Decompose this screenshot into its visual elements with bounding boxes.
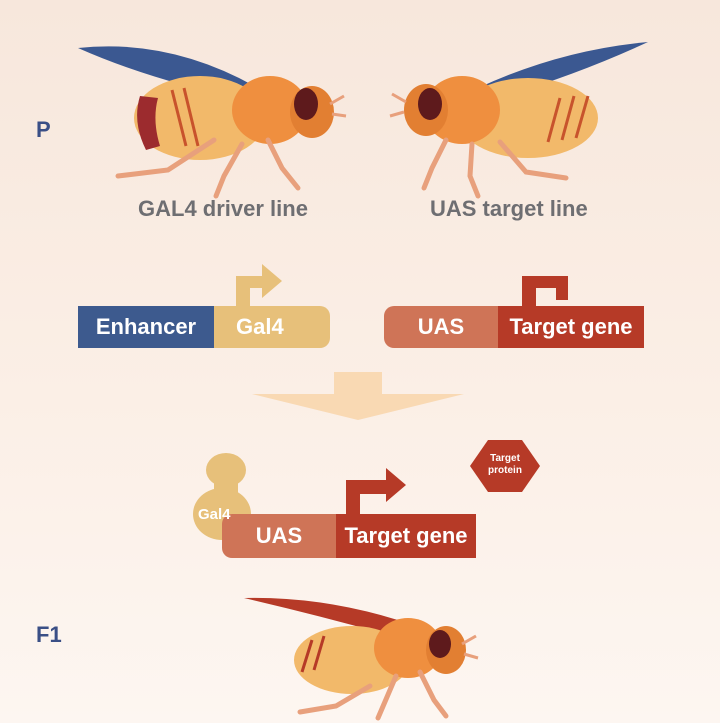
f1-fly-icon: [244, 597, 479, 721]
uas-target-fly-icon: [389, 42, 648, 199]
target-gene-block: Target gene: [498, 306, 644, 348]
gal4-driver-fly-icon: [78, 46, 347, 199]
f1-target-gene-block: Target gene: [336, 514, 476, 558]
gal4-driver-line-label: GAL4 driver line: [138, 196, 308, 221]
gal4-protein-label: Gal4: [198, 506, 231, 523]
target-protein-label: Target protein: [474, 453, 536, 477]
target-protein-label-line2: protein: [488, 465, 522, 476]
cross-down-arrow-icon: [252, 372, 464, 420]
generation-label-f1: F1: [36, 622, 62, 647]
uas-block: UAS: [384, 306, 498, 348]
target-protein-icon: [470, 440, 540, 492]
target-protein-label-line1: Target: [490, 453, 520, 464]
enhancer-block: Enhancer: [78, 306, 214, 348]
gal4-promoter-arrow-icon: [236, 264, 282, 306]
f1-promoter-arrow-icon: [346, 468, 406, 514]
f1-uas-block: UAS: [222, 514, 336, 558]
generation-label-p: P: [36, 117, 51, 142]
uas-target-line-label: UAS target line: [430, 196, 588, 221]
gal4-gene-block: Gal4: [214, 306, 330, 348]
target-promoter-blocked-icon: [522, 276, 568, 306]
